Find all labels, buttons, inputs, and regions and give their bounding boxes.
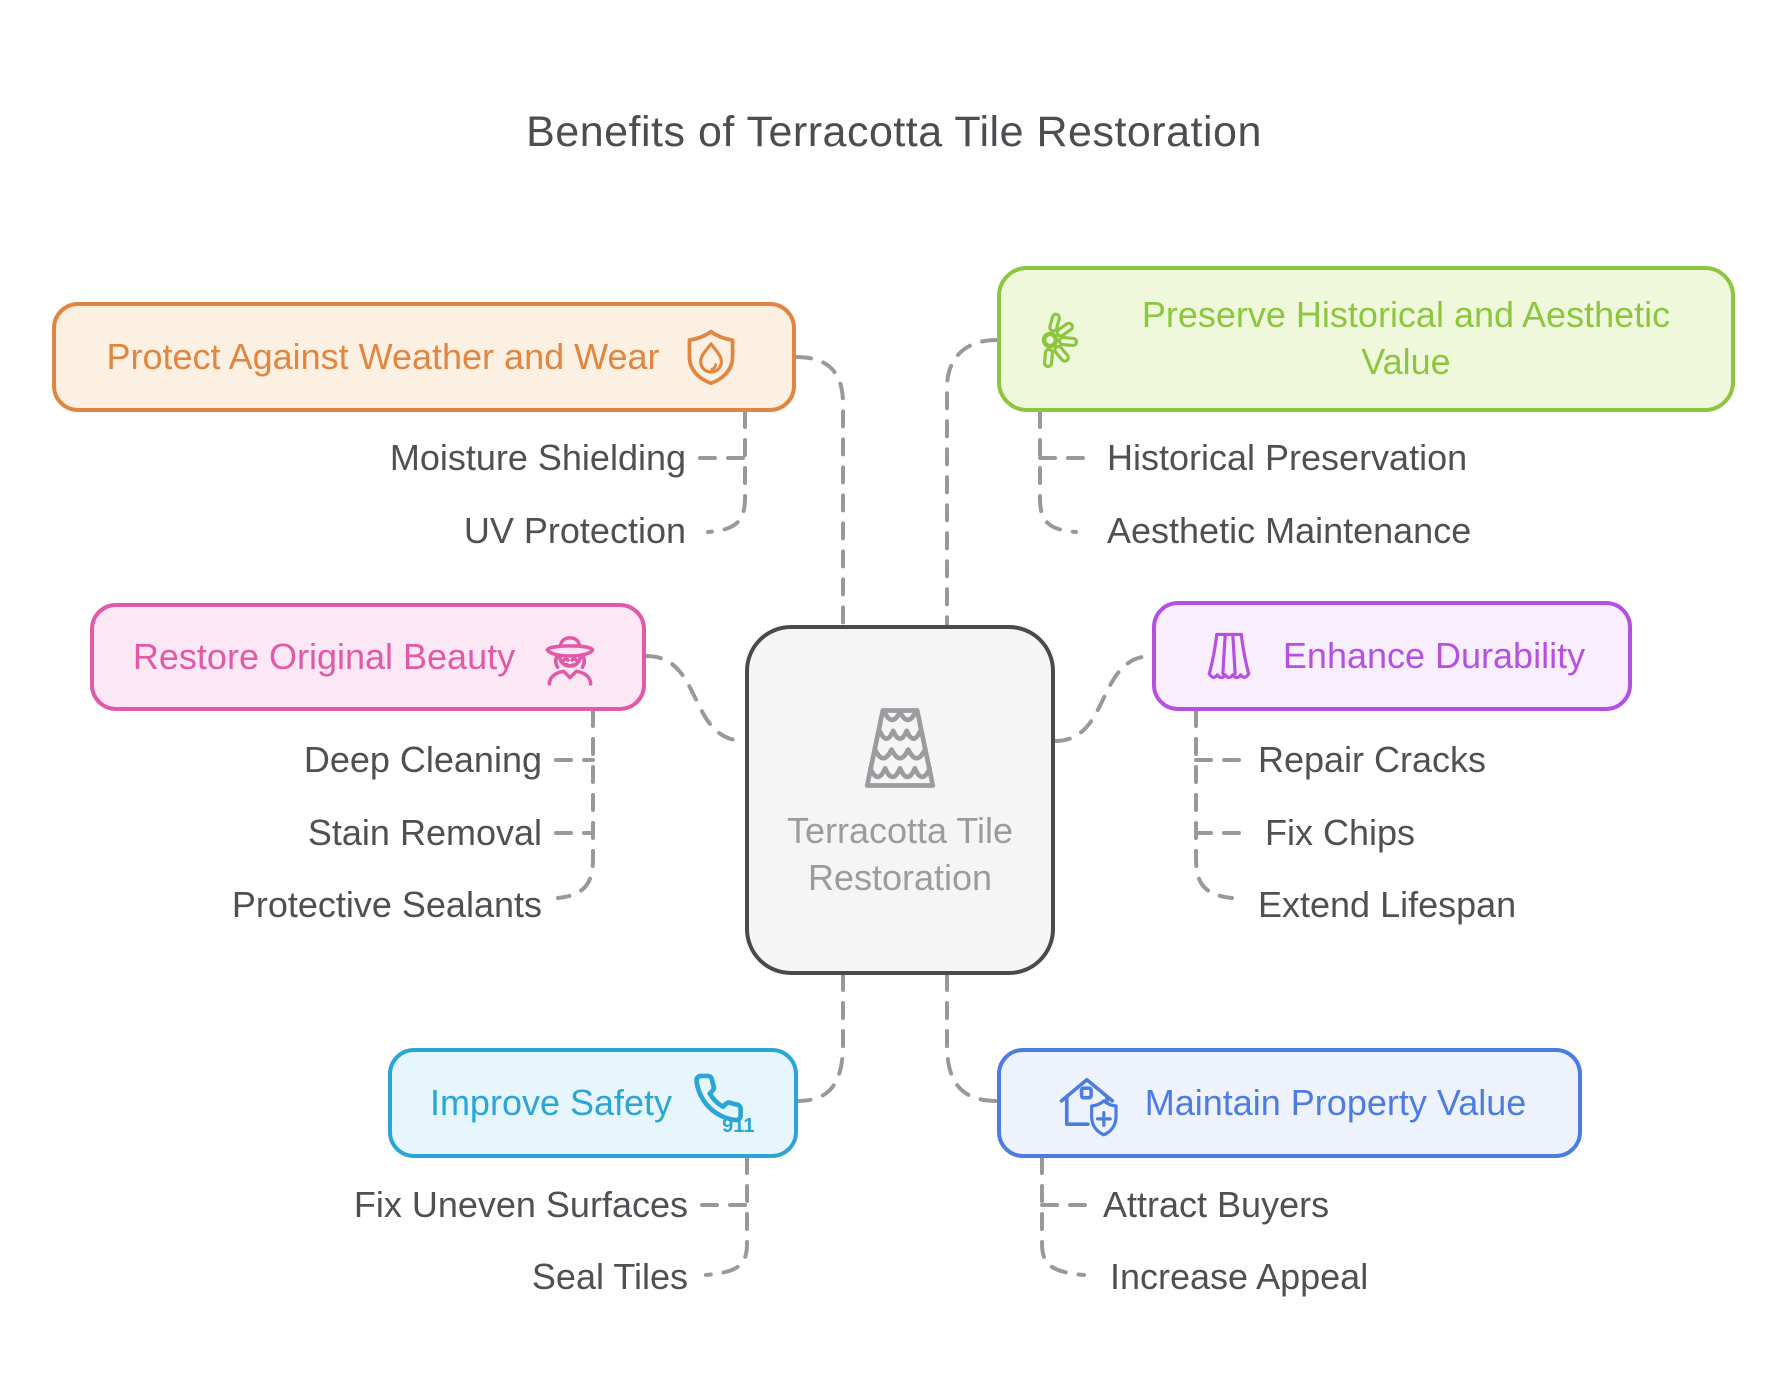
phone-911-label: 911 xyxy=(722,1115,754,1136)
connector-restore-children xyxy=(556,709,595,900)
sub-item-uv-protection: UV Protection xyxy=(463,510,686,551)
branch-property-label: Maintain Property Value xyxy=(1144,1082,1527,1124)
cowboy-icon xyxy=(537,624,603,690)
sub-item-stain-removal: Stain Removal xyxy=(307,812,542,853)
branch-durability-label: Enhance Durability xyxy=(1282,635,1586,677)
sub-item-historical-preservation: Historical Preservation xyxy=(1107,437,1468,478)
connector-durability-children xyxy=(1194,709,1234,900)
connector-protect-center xyxy=(794,355,845,629)
sub-item-protective-sealants: Protective Sealants xyxy=(231,884,542,925)
phone-911-icon: 911 xyxy=(686,1070,756,1136)
branch-restore-label: Restore Original Beauty xyxy=(132,636,516,678)
branch-protect-against-weather: Protect Against Weather and Wear xyxy=(52,302,796,412)
connector-safety-children xyxy=(704,1156,749,1277)
roof-tiles-icon xyxy=(850,698,950,798)
connector-restore-center xyxy=(644,654,747,743)
sub-item-extend-lifespan: Extend Lifespan xyxy=(1258,884,1517,925)
branch-preserve-label: Preserve Historical and Aesthetic Value xyxy=(1141,294,1671,382)
sub-item-fix-uneven-surfaces: Fix Uneven Surfaces xyxy=(353,1184,688,1225)
sub-item-fix-chips: Fix Chips xyxy=(1265,812,1416,853)
connector-center-property xyxy=(945,973,999,1103)
sub-item-repair-cracks: Repair Cracks xyxy=(1258,739,1487,780)
branch-restore-original-beauty: Restore Original Beauty xyxy=(90,603,646,711)
branch-maintain-property-value: Maintain Property Value xyxy=(997,1048,1582,1158)
sub-item-aesthetic-maintenance: Aesthetic Maintenance xyxy=(1107,510,1472,551)
connector-preserve-center xyxy=(945,338,999,629)
center-node-terracotta-tile-restoration: Terracotta Tile Restoration xyxy=(745,625,1055,975)
page-title: Benefits of Terracotta Tile Restoration xyxy=(526,108,1262,156)
shield-droplet-icon xyxy=(681,326,741,388)
spark-icon xyxy=(1036,307,1100,371)
sub-item-increase-appeal: Increase Appeal xyxy=(1110,1256,1369,1297)
sub-item-moisture-shielding: Moisture Shielding xyxy=(389,437,686,478)
curtain-icon xyxy=(1199,625,1259,687)
connector-center-safety xyxy=(796,973,845,1103)
center-node-label: Terracotta Tile Restoration xyxy=(786,810,1014,898)
sub-item-deep-cleaning: Deep Cleaning xyxy=(303,739,542,780)
sub-item-attract-buyers: Attract Buyers xyxy=(1103,1184,1330,1225)
connector-property-children xyxy=(1040,1156,1086,1277)
branch-preserve-historical-value: Preserve Historical and Aesthetic Value xyxy=(997,266,1735,412)
branch-enhance-durability: Enhance Durability xyxy=(1152,601,1632,711)
connector-protect-children xyxy=(706,410,747,534)
connector-preserve-children xyxy=(1038,410,1078,534)
branch-improve-safety: Improve Safety 911 xyxy=(388,1048,798,1158)
house-shield-icon xyxy=(1053,1069,1125,1137)
sub-item-seal-tiles: Seal Tiles xyxy=(531,1256,688,1297)
branch-protect-label: Protect Against Weather and Wear xyxy=(106,336,660,378)
connector-center-durability xyxy=(1053,654,1154,743)
branch-safety-label: Improve Safety xyxy=(429,1082,673,1124)
